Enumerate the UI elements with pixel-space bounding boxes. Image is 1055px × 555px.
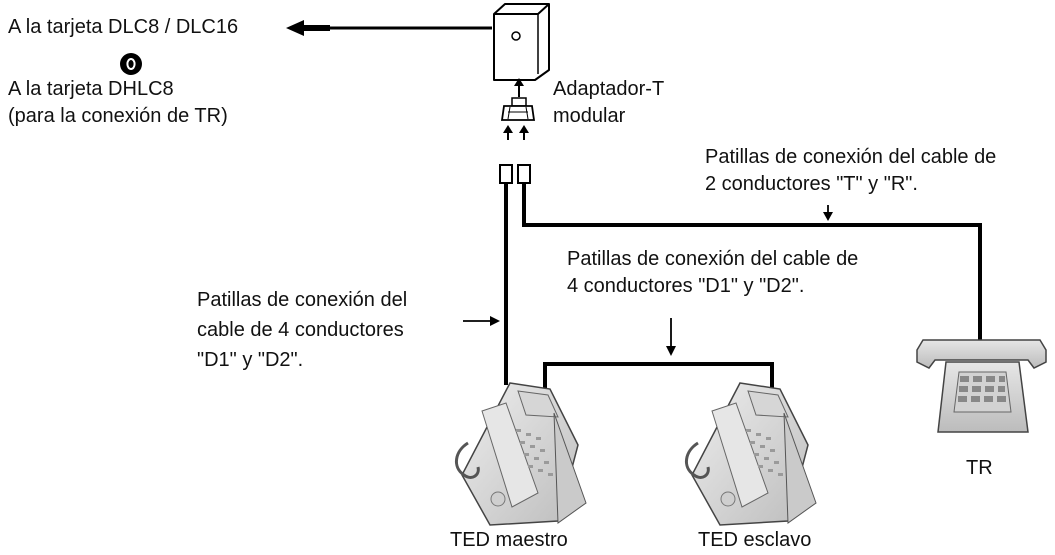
- dlc-card-label: A la tarjeta DLC8 / DLC16: [8, 16, 239, 38]
- master-phone-label: TED maestro: [450, 529, 568, 551]
- pins4-label-line2: 4 conductores "D1" y "D2".: [567, 275, 805, 297]
- adapter-arrows: [503, 125, 529, 140]
- pins2-label-line2: 2 conductores "T" y "R".: [705, 173, 918, 195]
- pins4-label-line1: Patillas de conexión del cable de: [567, 248, 859, 270]
- pins4-left-label-line1: Patillas de conexión del: [197, 289, 408, 311]
- dhlc-note-label: (para la conexión de TR): [8, 105, 228, 127]
- single-line-phone-icon: [916, 339, 1047, 433]
- pins4-left-label-line3: "D1" y "D2".: [197, 349, 304, 371]
- modular-t-adapter-icon: [500, 97, 536, 121]
- slave-phone-icon: [685, 382, 817, 526]
- plug-connectors: [499, 164, 531, 184]
- wall-jack-icon: [493, 3, 550, 81]
- plug-arrow-up: [514, 78, 524, 97]
- or-marker-icon: [120, 53, 142, 75]
- pointer-arrows: [463, 205, 833, 356]
- adapter-label-line2: modular: [553, 105, 626, 127]
- dhlc-card-label: A la tarjeta DHLC8: [8, 78, 174, 100]
- adapter-label-line1: Adaptador-T: [553, 78, 665, 100]
- cables: [504, 183, 982, 398]
- tr-phone-label: TR: [966, 457, 993, 479]
- master-phone-icon: [455, 382, 587, 526]
- slave-phone-label: TED esclavo: [698, 529, 812, 551]
- pins4-left-label-line2: cable de 4 conductores: [197, 319, 404, 341]
- pins2-label-line1: Patillas de conexión del cable de: [705, 146, 997, 168]
- card-arrow: [286, 20, 492, 36]
